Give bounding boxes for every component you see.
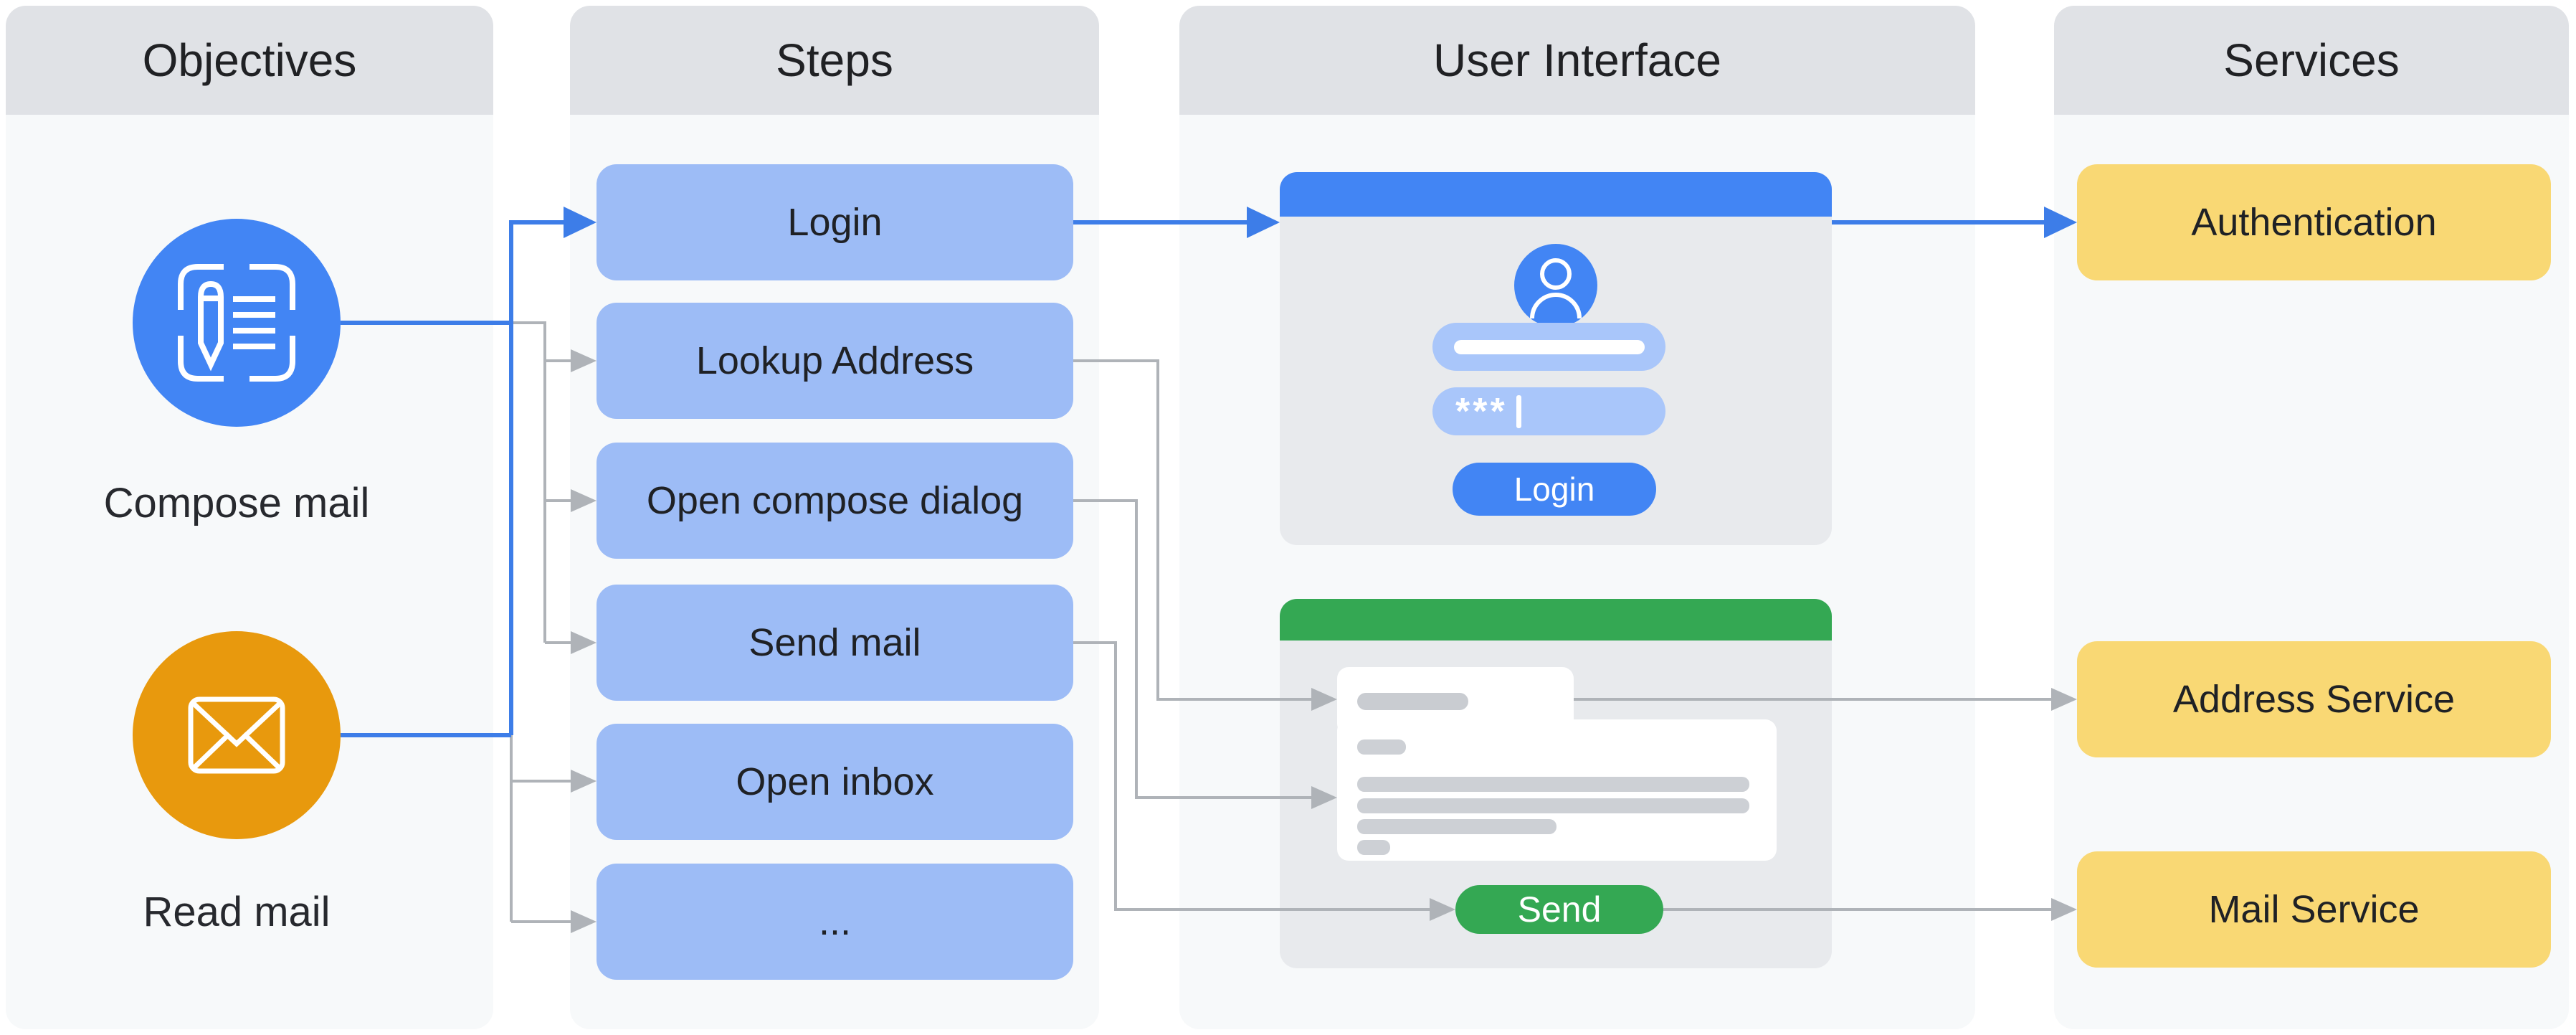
column-header-services: Services	[2054, 6, 2569, 115]
step-open-compose-dialog: Open compose dialog	[597, 443, 1073, 559]
step-send-mail-label: Send mail	[748, 621, 921, 664]
text-cursor	[1516, 394, 1521, 428]
send-button-label: Send	[1517, 889, 1602, 930]
body-line-placeholder	[1357, 819, 1556, 834]
body-line-placeholder	[1357, 739, 1406, 755]
column-title-steps: Steps	[776, 34, 893, 86]
envelope-icon	[188, 696, 285, 774]
step-login-label: Login	[787, 201, 883, 244]
user-avatar-icon	[1514, 244, 1597, 331]
service-mail-service-label: Mail Service	[2208, 888, 2420, 931]
column-header-objectives: Objectives	[6, 6, 493, 115]
message-body-field	[1337, 719, 1777, 861]
step-send-mail: Send mail	[597, 585, 1073, 701]
username-field	[1432, 323, 1665, 371]
service-address-service: Address Service	[2077, 641, 2551, 757]
password-masked-text: ***	[1455, 390, 1508, 433]
login-window-titlebar	[1280, 172, 1832, 217]
step-open-inbox: Open inbox	[597, 724, 1073, 840]
compose-mail-objective	[133, 219, 341, 427]
recipient-text-placeholder	[1357, 693, 1468, 710]
compose-note-icon	[178, 264, 295, 382]
step-lookup-address: Lookup Address	[597, 303, 1073, 419]
step-lookup-address-label: Lookup Address	[695, 339, 974, 382]
service-authentication-label: Authentication	[2191, 201, 2437, 244]
service-mail-service: Mail Service	[2077, 851, 2551, 968]
login-button-label: Login	[1513, 471, 1595, 508]
step-more: ...	[597, 864, 1073, 980]
username-text-placeholder	[1454, 340, 1645, 354]
service-address-service-label: Address Service	[2172, 678, 2456, 721]
compose-window-titlebar	[1280, 599, 1832, 641]
read-mail-label: Read mail	[143, 889, 331, 935]
column-title-services: Services	[2223, 34, 2400, 86]
body-line-placeholder	[1357, 777, 1749, 792]
column-header-user-interface: User Interface	[1179, 6, 1975, 115]
connector-junction-to-login	[509, 220, 564, 735]
column-title-user-interface: User Interface	[1433, 34, 1721, 86]
body-line-placeholder	[1357, 840, 1390, 855]
body-line-placeholder	[1357, 798, 1749, 813]
step-open-inbox-label: Open inbox	[736, 760, 934, 803]
service-authentication: Authentication	[2077, 164, 2551, 280]
column-header-steps: Steps	[570, 6, 1099, 115]
column-objectives: Objectives	[6, 6, 493, 1029]
compose-mail-label: Compose mail	[103, 480, 370, 526]
connector-compose-branch	[511, 321, 546, 643]
password-field: ***	[1432, 387, 1665, 435]
step-open-compose-dialog-label: Open compose dialog	[646, 479, 1024, 522]
column-title-objectives: Objectives	[142, 34, 357, 86]
compose-window: Send	[1280, 599, 1832, 968]
step-login: Login	[597, 164, 1073, 280]
login-button: Login	[1453, 463, 1656, 516]
send-button: Send	[1455, 885, 1663, 934]
read-mail-objective	[133, 631, 341, 839]
step-more-label: ...	[818, 900, 851, 943]
login-window: *** Login	[1280, 172, 1832, 545]
